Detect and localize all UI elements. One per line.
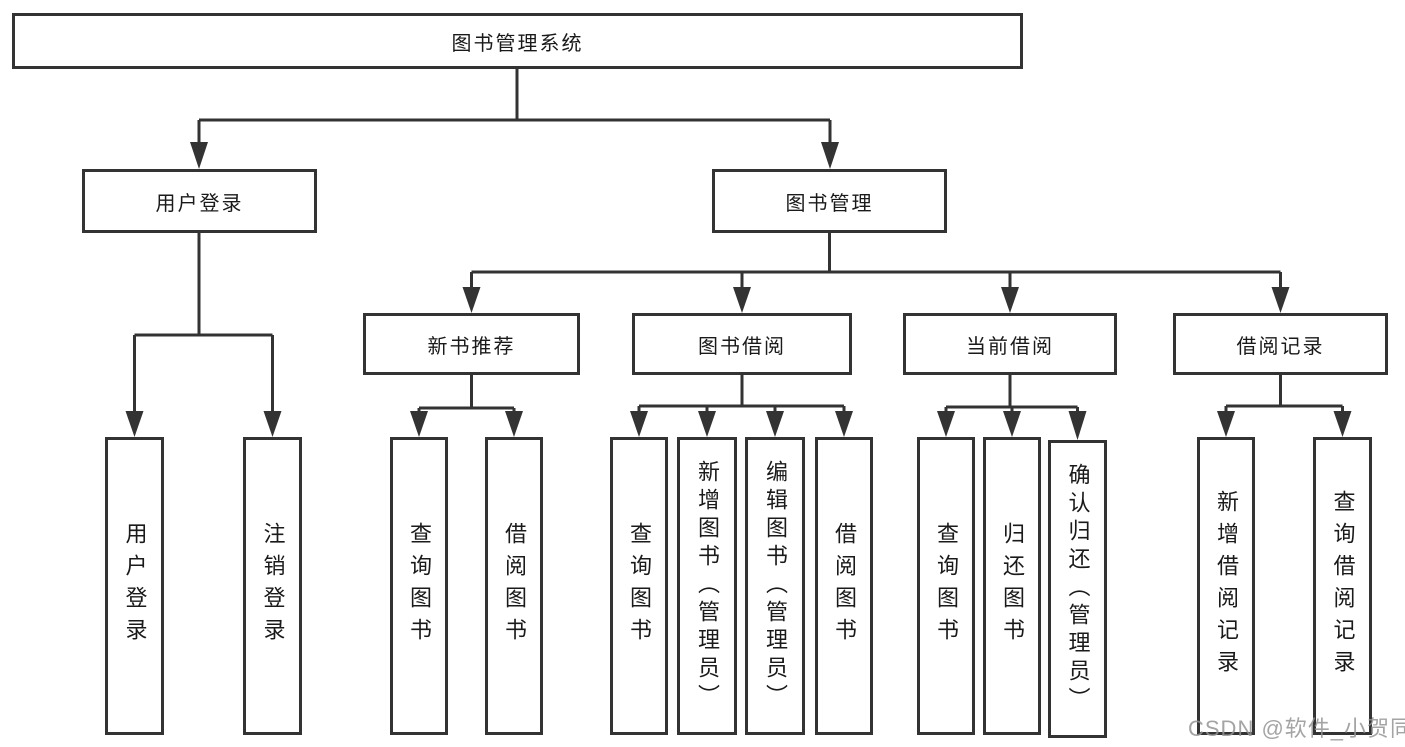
node-current-borrow: 当前借阅 [903,313,1117,375]
leaf-borrow-books-recommend-label: 借阅图书 [502,522,527,650]
node-user-login-label: 用户登录 [155,192,244,215]
leaf-query-books-current-label: 查询图书 [934,522,959,650]
leaf-logout: 注销登录 [243,437,302,735]
leaf-confirm-return-admin: 确认归还（管理员） [1048,440,1107,738]
node-user-login: 用户登录 [82,169,317,233]
node-borrow-records: 借阅记录 [1173,313,1388,375]
leaf-edit-book-admin: 编辑图书（管理员） [745,437,805,735]
leaf-query-books-borrow: 查询图书 [610,437,668,735]
leaf-query-borrow-record: 查询借阅记录 [1313,437,1372,735]
node-new-book-recommend-label: 新书推荐 [427,335,516,358]
leaf-query-books-recommend: 查询图书 [390,437,448,735]
leaf-edit-book-admin-label: 编辑图书（管理员） [763,460,788,712]
leaf-borrow-books: 借阅图书 [815,437,873,735]
leaf-add-borrow-record-label: 新增借阅记录 [1214,490,1239,682]
leaf-query-books-borrow-label: 查询图书 [627,522,652,650]
leaf-user-login: 用户登录 [105,437,164,735]
leaf-return-books-label: 归还图书 [1000,522,1025,650]
node-root-system: 图书管理系统 [12,13,1023,69]
node-book-borrow: 图书借阅 [632,313,852,375]
leaf-query-books-recommend-label: 查询图书 [407,522,432,650]
node-root-label: 图书管理系统 [451,32,584,55]
leaf-borrow-books-recommend: 借阅图书 [485,437,543,735]
leaf-query-books-current: 查询图书 [917,437,975,735]
node-current-borrow-label: 当前借阅 [966,335,1054,358]
leaf-add-book-admin: 新增图书（管理员） [677,437,737,735]
leaf-user-login-label: 用户登录 [122,522,148,650]
leaf-query-borrow-record-label: 查询借阅记录 [1330,490,1356,682]
leaf-borrow-books-label: 借阅图书 [832,522,857,650]
leaf-return-books: 归还图书 [983,437,1041,735]
node-new-book-recommend: 新书推荐 [363,313,580,375]
csdn-watermark: CSDN @软件_小贺同学 [1188,716,1405,741]
node-book-borrow-label: 图书借阅 [698,335,786,358]
node-book-management-label: 图书管理 [785,192,874,215]
leaf-confirm-return-admin-label: 确认归还（管理员） [1065,463,1091,715]
node-borrow-records-label: 借阅记录 [1236,335,1325,358]
arrowhead-icons [125,142,1352,440]
leaf-add-book-admin-label: 新增图书（管理员） [695,460,720,712]
leaf-logout-label: 注销登录 [260,522,286,650]
leaf-add-borrow-record: 新增借阅记录 [1197,437,1255,735]
node-book-management: 图书管理 [712,169,947,233]
